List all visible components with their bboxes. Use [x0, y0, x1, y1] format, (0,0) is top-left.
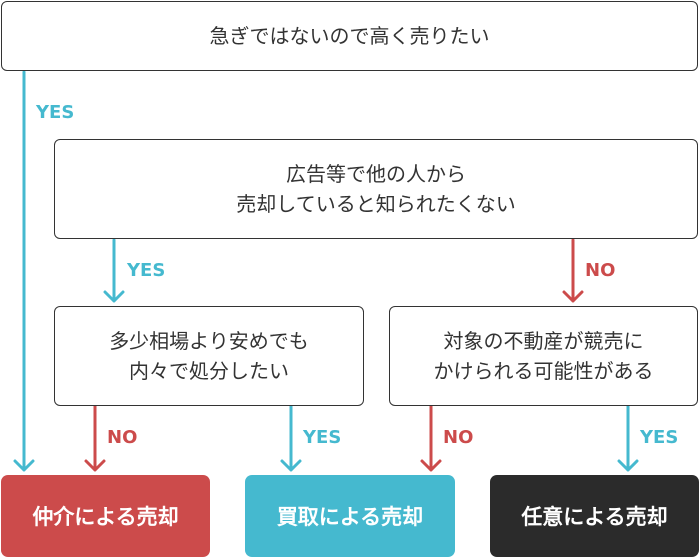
question-box-auction-risk: 対象の不動産が競売に かけられる可能性がある: [389, 306, 698, 406]
question-text-privacy-line1: 広告等で他の人から: [286, 162, 466, 186]
question-text-sell-high: 急ぎではないので高く売りたい: [209, 24, 490, 48]
result-purchase-label: 買取による売却: [276, 505, 424, 529]
arrow-q4-no: [420, 404, 442, 472]
arrow-q3-no: [84, 404, 106, 472]
label-yes-q1: YES: [36, 102, 75, 123]
arrow-q4-yes: [617, 404, 639, 472]
question-text-auction-line1: 対象の不動産が競売に: [443, 329, 644, 353]
label-yes-q4: YES: [640, 427, 679, 448]
question-box-privacy: 広告等で他の人から 売却していると知られたくない: [54, 139, 698, 239]
arrow-q2-yes: [103, 238, 125, 303]
result-voluntary-label: 任意による売却: [521, 505, 668, 529]
result-voluntary-sale: 任意による売却: [490, 475, 699, 557]
arrow-q1-yes: [13, 70, 35, 472]
label-yes-q2: YES: [127, 260, 166, 281]
label-no-q3: NO: [107, 427, 138, 448]
result-purchase-sale: 買取による売却: [245, 475, 455, 557]
question-text-privacy-line2: 売却していると知られたくない: [236, 192, 516, 216]
question-box-sell-high: 急ぎではないので高く売りたい: [1, 1, 698, 71]
label-yes-q3: YES: [303, 427, 342, 448]
arrow-q3-yes: [280, 404, 302, 472]
question-text-auction-line2: かけられる可能性がある: [433, 359, 654, 383]
result-brokerage-sale: 仲介による売却: [1, 475, 210, 557]
question-text-discreet-line2: 内々で処分したい: [129, 359, 289, 383]
question-box-discreet-disposal: 多少相場より安めでも 内々で処分したい: [54, 306, 364, 406]
question-text-discreet-line1: 多少相場より安めでも: [109, 329, 309, 353]
arrow-q2-no: [562, 238, 584, 303]
label-no-q4: NO: [443, 427, 474, 448]
label-no-q2: NO: [585, 260, 616, 281]
result-brokerage-label: 仲介による売却: [32, 505, 179, 529]
